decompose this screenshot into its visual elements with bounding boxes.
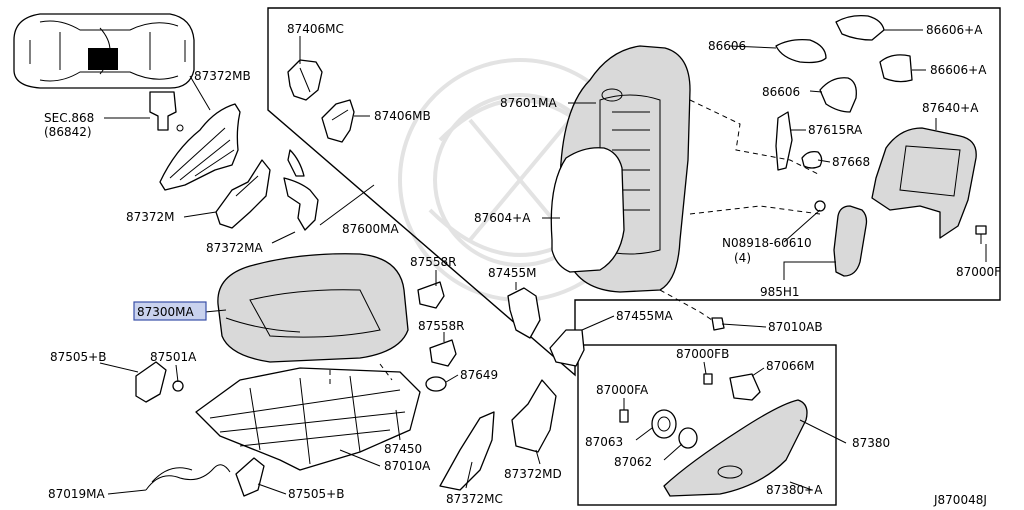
label-87010A[interactable]: 87010A bbox=[384, 459, 431, 473]
label-87601MA[interactable]: 87601MA bbox=[500, 96, 558, 110]
part-87668 bbox=[801, 150, 823, 169]
label-87372M[interactable]: 87372M bbox=[126, 210, 175, 224]
label-08918[interactable]: N08918-60610 bbox=[722, 236, 812, 250]
part-87372MB bbox=[159, 103, 241, 191]
label-87066M[interactable]: 87066M bbox=[766, 359, 815, 373]
label-87455MA[interactable]: 87455MA bbox=[616, 309, 674, 323]
label-87406MC[interactable]: 87406MC bbox=[287, 22, 344, 36]
part-86606-upper bbox=[775, 38, 827, 64]
label-87505B-upper[interactable]: 87505+B bbox=[50, 350, 106, 364]
cushion-controls-group-frame bbox=[577, 344, 837, 506]
part-87406MC bbox=[287, 59, 323, 101]
bolt-87000F bbox=[975, 225, 987, 244]
part-87406MB bbox=[321, 99, 355, 143]
label-87668[interactable]: 87668 bbox=[832, 155, 870, 169]
part-87372MC bbox=[439, 411, 495, 491]
label-87010AB[interactable]: 87010AB bbox=[768, 320, 823, 334]
label-87604A[interactable]: 87604+A bbox=[474, 211, 531, 225]
part-87372MD bbox=[511, 379, 557, 453]
part-87604A-pad bbox=[550, 147, 625, 273]
label-87372MA[interactable]: 87372MA bbox=[206, 241, 264, 255]
label-86606-upper[interactable]: 86606 bbox=[708, 39, 746, 53]
label-87649[interactable]: 87649 bbox=[460, 368, 498, 382]
part-87558R-upper bbox=[417, 281, 445, 309]
part-87019MA-harness bbox=[145, 464, 231, 491]
vehicle-location-thumbnail bbox=[13, 13, 195, 89]
part-87066M bbox=[729, 373, 761, 401]
highlight-87300MA bbox=[133, 301, 207, 321]
label-87615RA[interactable]: 87615RA bbox=[808, 123, 863, 137]
part-86606A-upper bbox=[835, 14, 885, 41]
part-sec868-buckle bbox=[149, 91, 184, 132]
part-87505B-upper bbox=[135, 361, 167, 403]
bolt-87000FB bbox=[703, 373, 713, 385]
label-86606-lower[interactable]: 86606 bbox=[762, 85, 800, 99]
label-87000FB[interactable]: 87000FB bbox=[676, 347, 729, 361]
label-985H1[interactable]: 985H1 bbox=[760, 285, 800, 299]
label-87640A[interactable]: 87640+A bbox=[922, 101, 979, 115]
part-87450-rail-frame bbox=[195, 367, 421, 471]
label-87501A[interactable]: 87501A bbox=[150, 350, 197, 364]
part-86606-lower bbox=[819, 77, 857, 113]
part-87501A bbox=[172, 380, 184, 392]
label-86606A-upper[interactable]: 86606+A bbox=[926, 23, 983, 37]
label-87380A[interactable]: 87380+A bbox=[766, 483, 823, 497]
label-87455M[interactable]: 87455M bbox=[488, 266, 537, 280]
part-87640A-back-panel bbox=[871, 127, 977, 239]
label-87505B-lower[interactable]: 87505+B bbox=[288, 487, 344, 501]
part-985H1 bbox=[833, 205, 868, 277]
leader-lines bbox=[99, 29, 987, 495]
bolt-87010AB bbox=[711, 317, 725, 331]
part-87649 bbox=[425, 376, 447, 392]
label-87000F[interactable]: 87000F bbox=[956, 265, 1001, 279]
part-87372MA bbox=[283, 149, 319, 231]
part-87300MA-cushion bbox=[217, 253, 409, 363]
seatback-group-frame bbox=[267, 7, 1001, 377]
label-87000FA[interactable]: 87000FA bbox=[596, 383, 649, 397]
bolt-08918 bbox=[814, 200, 826, 212]
part-87372M bbox=[215, 159, 271, 229]
label-08918-qty: (4) bbox=[734, 251, 751, 265]
part-87505B-lower bbox=[235, 457, 265, 497]
part-87063-knob bbox=[651, 409, 677, 439]
label-87372MC[interactable]: 87372MC bbox=[446, 492, 503, 506]
label-87380[interactable]: 87380 bbox=[852, 436, 890, 450]
label-86606A-lower[interactable]: 86606+A bbox=[930, 63, 987, 77]
label-87406MB[interactable]: 87406MB bbox=[374, 109, 431, 123]
label-87372MB[interactable]: 87372MB bbox=[194, 69, 251, 83]
label-87019MA[interactable]: 87019MA bbox=[48, 487, 106, 501]
part-87455M bbox=[507, 287, 541, 339]
label-87062[interactable]: 87062 bbox=[614, 455, 652, 469]
part-86606A-lower bbox=[879, 54, 913, 83]
label-87558R-lower[interactable]: 87558R bbox=[418, 319, 465, 333]
seat-location-marker bbox=[88, 48, 118, 70]
part-87380-side-trim bbox=[663, 399, 808, 497]
label-87300MA[interactable]: 87300MA bbox=[137, 305, 195, 319]
part-87455MA bbox=[549, 329, 585, 367]
label-87600MA[interactable]: 87600MA bbox=[342, 222, 400, 236]
label-sec868[interactable]: SEC.868 bbox=[44, 111, 94, 125]
figure-code: J870048J bbox=[933, 493, 987, 507]
label-87558R-upper[interactable]: 87558R bbox=[410, 255, 457, 269]
part-87558R-lower bbox=[429, 339, 457, 367]
label-87450[interactable]: 87450 bbox=[384, 442, 422, 456]
label-sec868-sub: (86842) bbox=[44, 125, 92, 139]
part-87062-knob bbox=[678, 427, 698, 449]
label-87063[interactable]: 87063 bbox=[585, 435, 623, 449]
bolt-87000FA bbox=[619, 409, 629, 423]
label-87372MD[interactable]: 87372MD bbox=[504, 467, 562, 481]
part-87615RA bbox=[775, 111, 793, 171]
